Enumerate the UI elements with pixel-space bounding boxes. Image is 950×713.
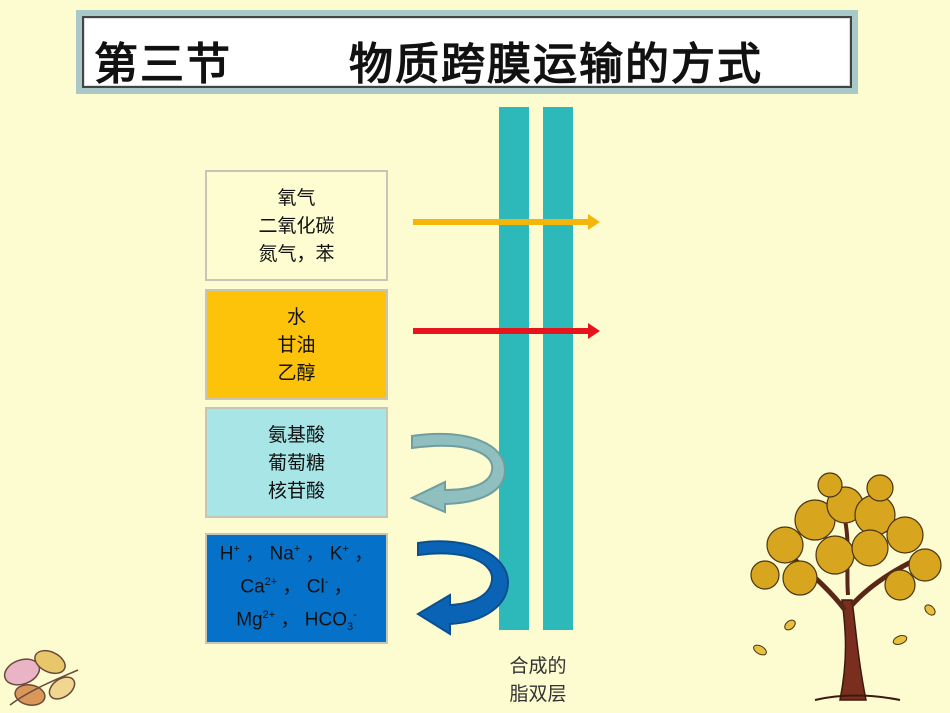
ion-line-3: Mg2+ ， HCO3-: [236, 609, 357, 634]
ion-line-1: H+ ， Na+ ， K+ ，: [219, 542, 374, 564]
membrane-label-line-2: 脂双层: [509, 683, 567, 705]
section-number: 第三节: [94, 39, 232, 90]
substance-label: 甘油: [277, 333, 316, 356]
autumn-tree-icon: [750, 472, 942, 701]
lipid-layer-left: [499, 107, 529, 630]
substance-label: 核苷酸: [267, 479, 325, 502]
substance-label: 氧气: [277, 186, 316, 209]
substance-label: 葡萄糖: [267, 451, 325, 474]
substance-label: 二氧化碳: [258, 214, 335, 237]
substance-box-ions: H+ ， Na+ ， K+ ， Ca2+ ， Cl- ， Mg2+ ， HCO3…: [205, 533, 388, 644]
membrane-label: 合成的 脂双层: [488, 652, 588, 708]
membrane-label-line-1: 合成的: [509, 655, 567, 677]
arrow-blocked-curve-2: [416, 540, 510, 636]
arrow-pass-through-1: [413, 214, 600, 230]
substance-box-gases: 氧气 二氧化碳 氮气，苯: [205, 170, 388, 281]
ion-line-2: Ca2+ ， Cl- ，: [240, 575, 353, 598]
title-frame: 第三节 物质跨膜运输的方式: [82, 16, 852, 90]
substance-label: 氨基酸: [267, 423, 325, 446]
substance-label: 乙醇: [277, 361, 316, 384]
arrow-pass-through-2: [413, 323, 600, 339]
lipid-layer-right: [543, 107, 573, 630]
arrow-blocked-curve-1: [409, 433, 507, 514]
title-banner: 第三节 物质跨膜运输的方式: [76, 10, 858, 94]
substance-box-organic-molecules: 氨基酸 葡萄糖 核苷酸: [205, 407, 388, 518]
substance-box-small-polar: 水 甘油 乙醇: [205, 289, 388, 400]
substance-label: 水: [286, 305, 306, 328]
substance-label: 氮气，苯: [258, 242, 335, 265]
page-title: 物质跨膜运输的方式: [349, 39, 763, 90]
leaves-decoration-icon: [3, 649, 79, 706]
